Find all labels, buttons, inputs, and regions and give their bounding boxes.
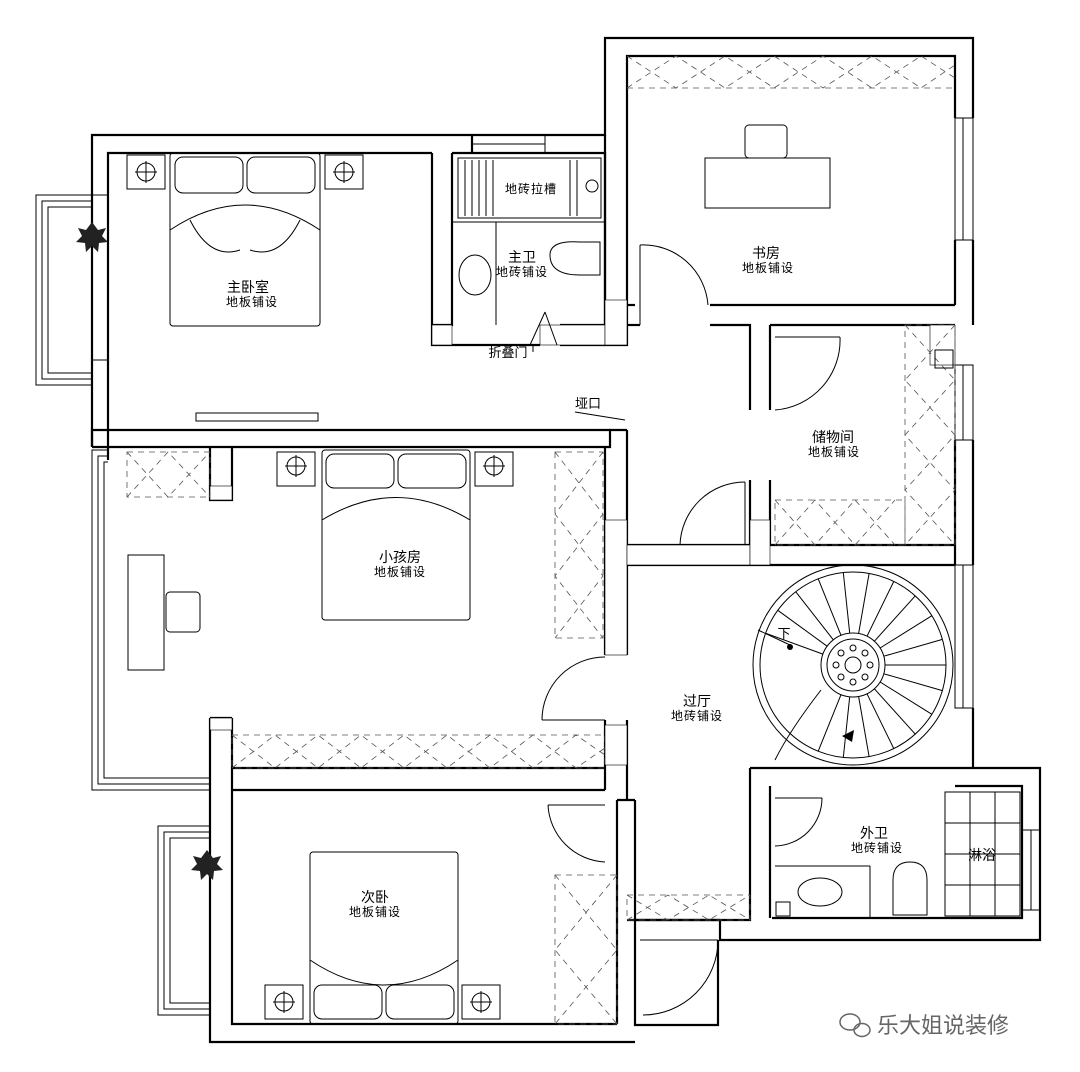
plant-icon [76, 222, 108, 252]
stair-step [858, 573, 870, 634]
opening-label: 垭口 [575, 397, 601, 412]
room-name-storage: 储物间 [812, 430, 854, 446]
master-bath-fixtures [452, 157, 605, 346]
stair-step [866, 581, 895, 637]
brick-fills [209, 299, 956, 766]
room-floor-hall: 地砖铺设 [671, 708, 723, 723]
stair-step [842, 572, 851, 634]
stair-step [842, 696, 851, 758]
stair-step [817, 694, 842, 752]
right-windows [954, 117, 1041, 911]
guest-bath-fixtures [775, 791, 1021, 918]
bath-window [471, 134, 546, 154]
wechat-icon [839, 1013, 871, 1038]
annotation-leaders [532, 345, 626, 421]
tile-groove-label: 地砖拉槽 [505, 181, 557, 196]
study-furniture [626, 55, 956, 209]
room-floor-kids-room: 地板铺设 [374, 565, 426, 579]
stair-step [858, 696, 870, 757]
hall-cabinet [626, 894, 751, 921]
room-floor-guest-bath: 地砖铺设 [851, 840, 903, 855]
annotation-labels: 地砖拉槽 折叠门 垭口 下 淋浴 [488, 181, 996, 864]
stair-step [866, 693, 895, 749]
room-name-guest-bath: 外卫 [860, 826, 888, 842]
watermark-text: 乐大姐说装修 [877, 1014, 1009, 1039]
plant-icon [191, 850, 223, 880]
room-floor-storage: 地板铺设 [808, 445, 860, 459]
doors [541, 244, 841, 1016]
second-balcony [157, 825, 210, 1016]
master-bed [126, 152, 364, 422]
room-name-study: 书房 [752, 246, 780, 262]
room-floor-master-bath: 地砖铺设 [496, 264, 548, 279]
stair-step [817, 578, 842, 636]
stair-step [883, 673, 943, 692]
stairs-down-label: 下 [777, 627, 790, 642]
room-labels: 主卧室 地板铺设 主卫 地砖铺设 书房 地板铺设 储物间 地板铺设 小孩房 地板… [226, 246, 903, 919]
folding-door-label: 折叠门 [488, 346, 527, 361]
master-balcony [35, 194, 108, 386]
room-floor-master-bedroom: 地板铺设 [226, 295, 278, 309]
watermark: 乐大姐说装修 [839, 1013, 1009, 1039]
stair-step [765, 632, 824, 655]
storage-wardrobes [774, 324, 956, 546]
stair-step [874, 688, 916, 735]
stair-step [777, 609, 828, 647]
exterior-walls [90, 36, 1042, 1044]
room-floor-study: 地板铺设 [742, 261, 794, 275]
room-name-master-bath: 主卫 [508, 250, 536, 266]
stair-step [879, 681, 933, 715]
stair-step [795, 591, 834, 641]
second-bedroom-furniture [264, 851, 618, 1025]
spiral-staircase [752, 564, 954, 766]
room-floor-second-bedroom: 地板铺设 [349, 905, 401, 919]
stair-step [874, 595, 916, 642]
kids-balcony [91, 449, 210, 791]
room-name-kids-room: 小孩房 [379, 550, 421, 566]
room-name-hall: 过厅 [683, 694, 711, 710]
room-name-master-bedroom: 主卧室 [227, 279, 269, 296]
room-name-second-bedroom: 次卧 [361, 890, 389, 906]
stair-step [879, 615, 933, 649]
shower-label: 淋浴 [968, 848, 996, 864]
kids-room-furniture [126, 449, 606, 769]
stair-step [883, 638, 943, 657]
